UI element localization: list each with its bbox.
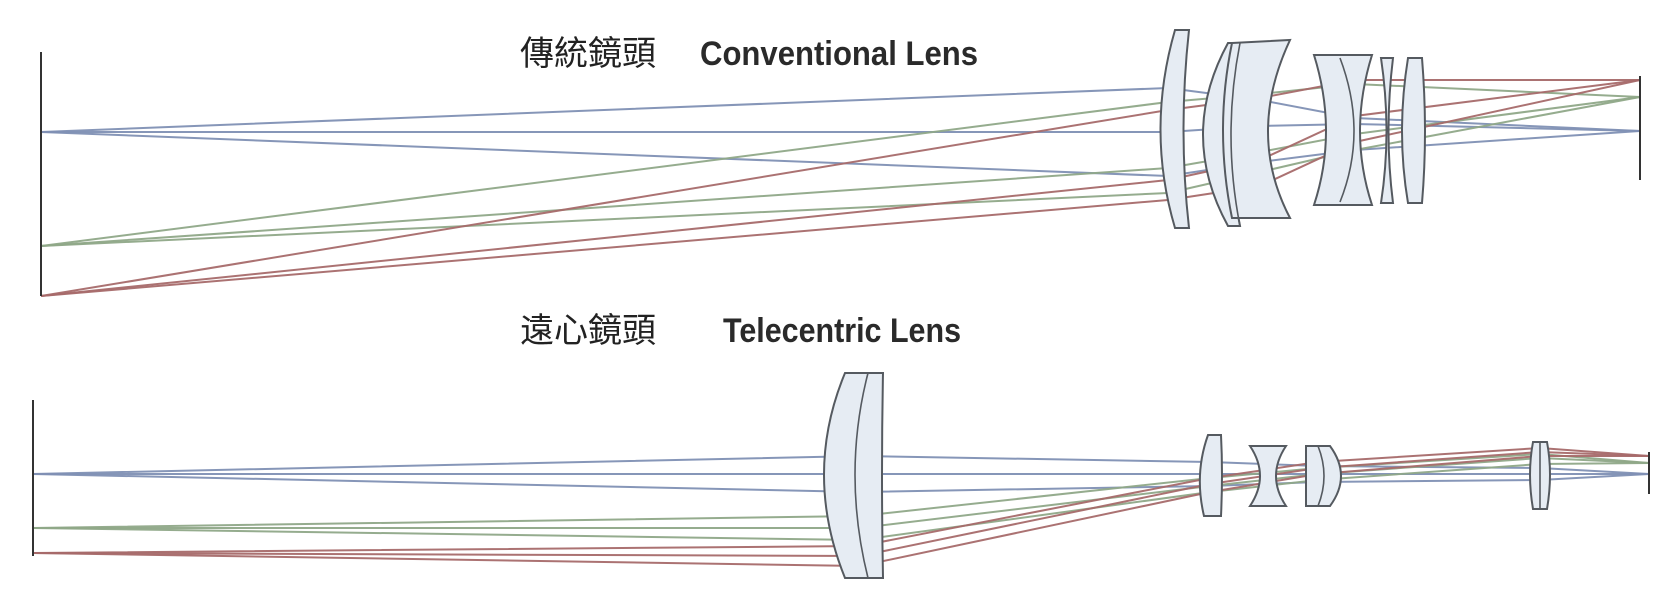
telecentric-lens-element-4-cement bbox=[1317, 445, 1325, 507]
telecentric-title-en: Telecentric Lens bbox=[723, 312, 961, 350]
telecentric-lens-element-3 bbox=[1248, 445, 1288, 507]
conventional-ray-red-7 bbox=[40, 79, 1640, 297]
conventional-ray-blue-3 bbox=[40, 130, 1641, 178]
conventional-ray-bundles bbox=[40, 79, 1641, 297]
conventional-ray-red-8 bbox=[40, 79, 1641, 297]
telecentric-title-zh: 遠心鏡頭 bbox=[520, 311, 656, 351]
conventional-lens-element-3-cement bbox=[1230, 42, 1241, 227]
telecentric-front-lens-cement bbox=[854, 372, 869, 579]
conventional-lens-element-1 bbox=[1159, 29, 1191, 229]
conventional-lens-elements bbox=[1159, 29, 1426, 229]
telecentric-lens-element-2 bbox=[1198, 434, 1223, 517]
conventional-lens-element-4-cement bbox=[1339, 57, 1355, 203]
conventional-ray-red-9 bbox=[40, 79, 1641, 297]
conventional-lens-element-6 bbox=[1401, 57, 1426, 204]
conventional-lens-panel: 傳統鏡頭 Conventional Lens bbox=[40, 29, 1641, 297]
conventional-lens-element-4 bbox=[1312, 54, 1374, 206]
telecentric-lens-elements bbox=[823, 372, 1551, 579]
conventional-title-zh: 傳統鏡頭 bbox=[520, 34, 656, 74]
conventional-title-en: Conventional Lens bbox=[700, 35, 978, 73]
conventional-lens-element-5 bbox=[1379, 57, 1395, 204]
conventional-lens-element-3 bbox=[1222, 38, 1292, 219]
telecentric-front-lens bbox=[823, 372, 885, 579]
telecentric-lens-panel: 遠心鏡頭 Telecentric Lens bbox=[32, 311, 1650, 579]
